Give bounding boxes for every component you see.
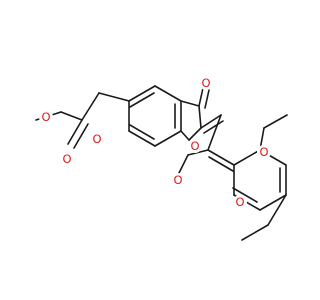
atom-labels: O O O O O O O O — [39, 76, 271, 209]
bond — [98, 92, 130, 102]
bond — [129, 124, 155, 140]
bond — [207, 114, 222, 151]
atom-o-ester-carbonyl: O — [60, 152, 74, 166]
bond — [187, 149, 209, 156]
bond — [208, 156, 234, 172]
bond — [207, 149, 235, 166]
oxygen-label: O — [235, 195, 244, 209]
bond — [154, 130, 182, 147]
atom-o-methoxy-2: O — [171, 173, 185, 187]
oxygen-label: O — [62, 152, 71, 166]
bond — [67, 119, 83, 145]
oxygen-label: O — [41, 110, 50, 124]
bond — [232, 187, 258, 203]
atom-o-carbonyl: O — [199, 76, 213, 90]
bond — [267, 194, 287, 226]
bond — [154, 85, 182, 102]
bond — [188, 127, 202, 141]
bond — [263, 114, 288, 129]
atom-o-methoxy-4: O — [233, 195, 247, 209]
bond — [128, 85, 156, 102]
bond — [129, 92, 155, 108]
bond — [180, 100, 200, 107]
oxygen-label: O — [201, 76, 210, 90]
bond — [128, 130, 156, 147]
bond — [60, 111, 83, 121]
bond — [198, 105, 202, 129]
oxygen-label: O — [92, 132, 101, 146]
bond — [200, 114, 222, 129]
bond — [233, 149, 261, 166]
bond — [204, 89, 210, 109]
atom-o-ester-single: O — [39, 110, 53, 124]
molecule-structure: O O O O O O O O — [35, 76, 288, 241]
oxygen-label: O — [259, 145, 268, 159]
bond-lines — [35, 85, 288, 241]
atom-o-ring: O — [188, 139, 202, 153]
oxygen-label: O — [173, 173, 182, 187]
bond — [73, 123, 89, 149]
bond — [259, 194, 287, 211]
bond — [241, 224, 269, 241]
atom-o-methoxy-5: O — [257, 145, 271, 159]
bond — [198, 87, 204, 107]
bond — [180, 130, 190, 141]
atom-o-ether: O — [90, 132, 104, 146]
oxygen-label: O — [190, 139, 199, 153]
bond — [203, 120, 224, 134]
bond — [81, 92, 100, 121]
